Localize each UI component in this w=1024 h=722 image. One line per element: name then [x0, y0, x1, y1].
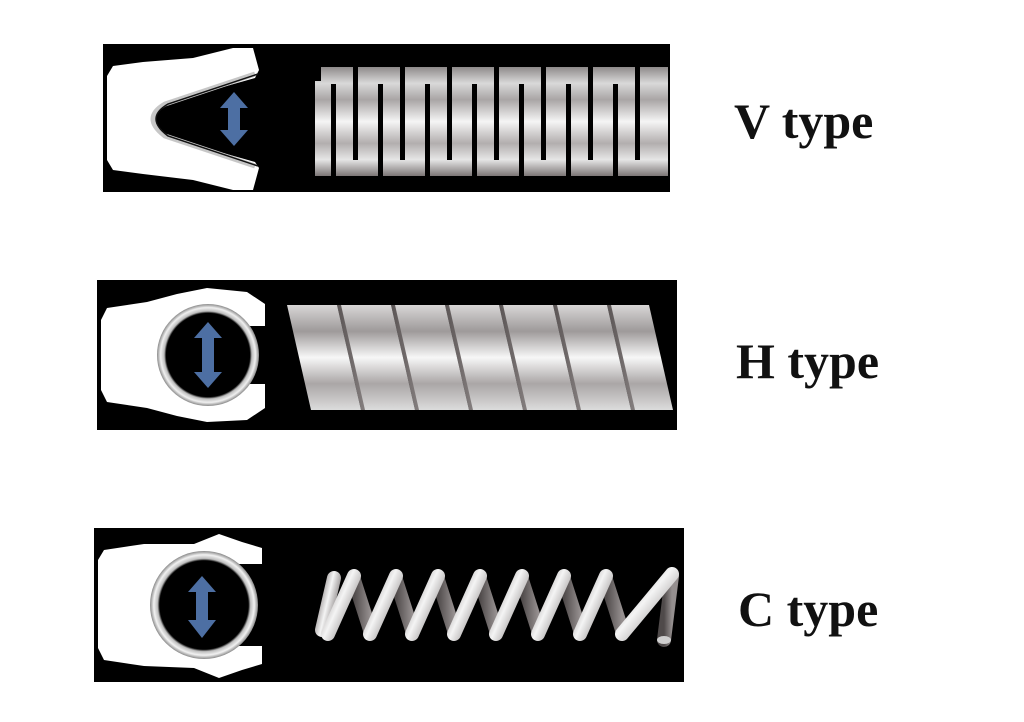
v-type-label: V type	[734, 93, 874, 149]
h-type-label: H type	[736, 333, 880, 389]
h-type-panel	[97, 280, 677, 430]
v-type-illustration	[107, 48, 668, 190]
c-type-label: C type	[738, 581, 879, 637]
finger-spring	[315, 67, 668, 176]
v-type-panel	[103, 44, 670, 192]
double-arrow-vertical-icon	[188, 576, 216, 638]
v-spring	[150, 71, 256, 169]
c-type-illustration	[98, 534, 679, 678]
h-type-illustration	[101, 288, 673, 422]
ribbon-spring	[287, 305, 673, 410]
c-type-panel	[94, 528, 684, 682]
double-arrow-vertical-icon	[194, 322, 222, 388]
coil-spring	[315, 567, 679, 647]
double-arrow-vertical-icon	[220, 92, 248, 146]
